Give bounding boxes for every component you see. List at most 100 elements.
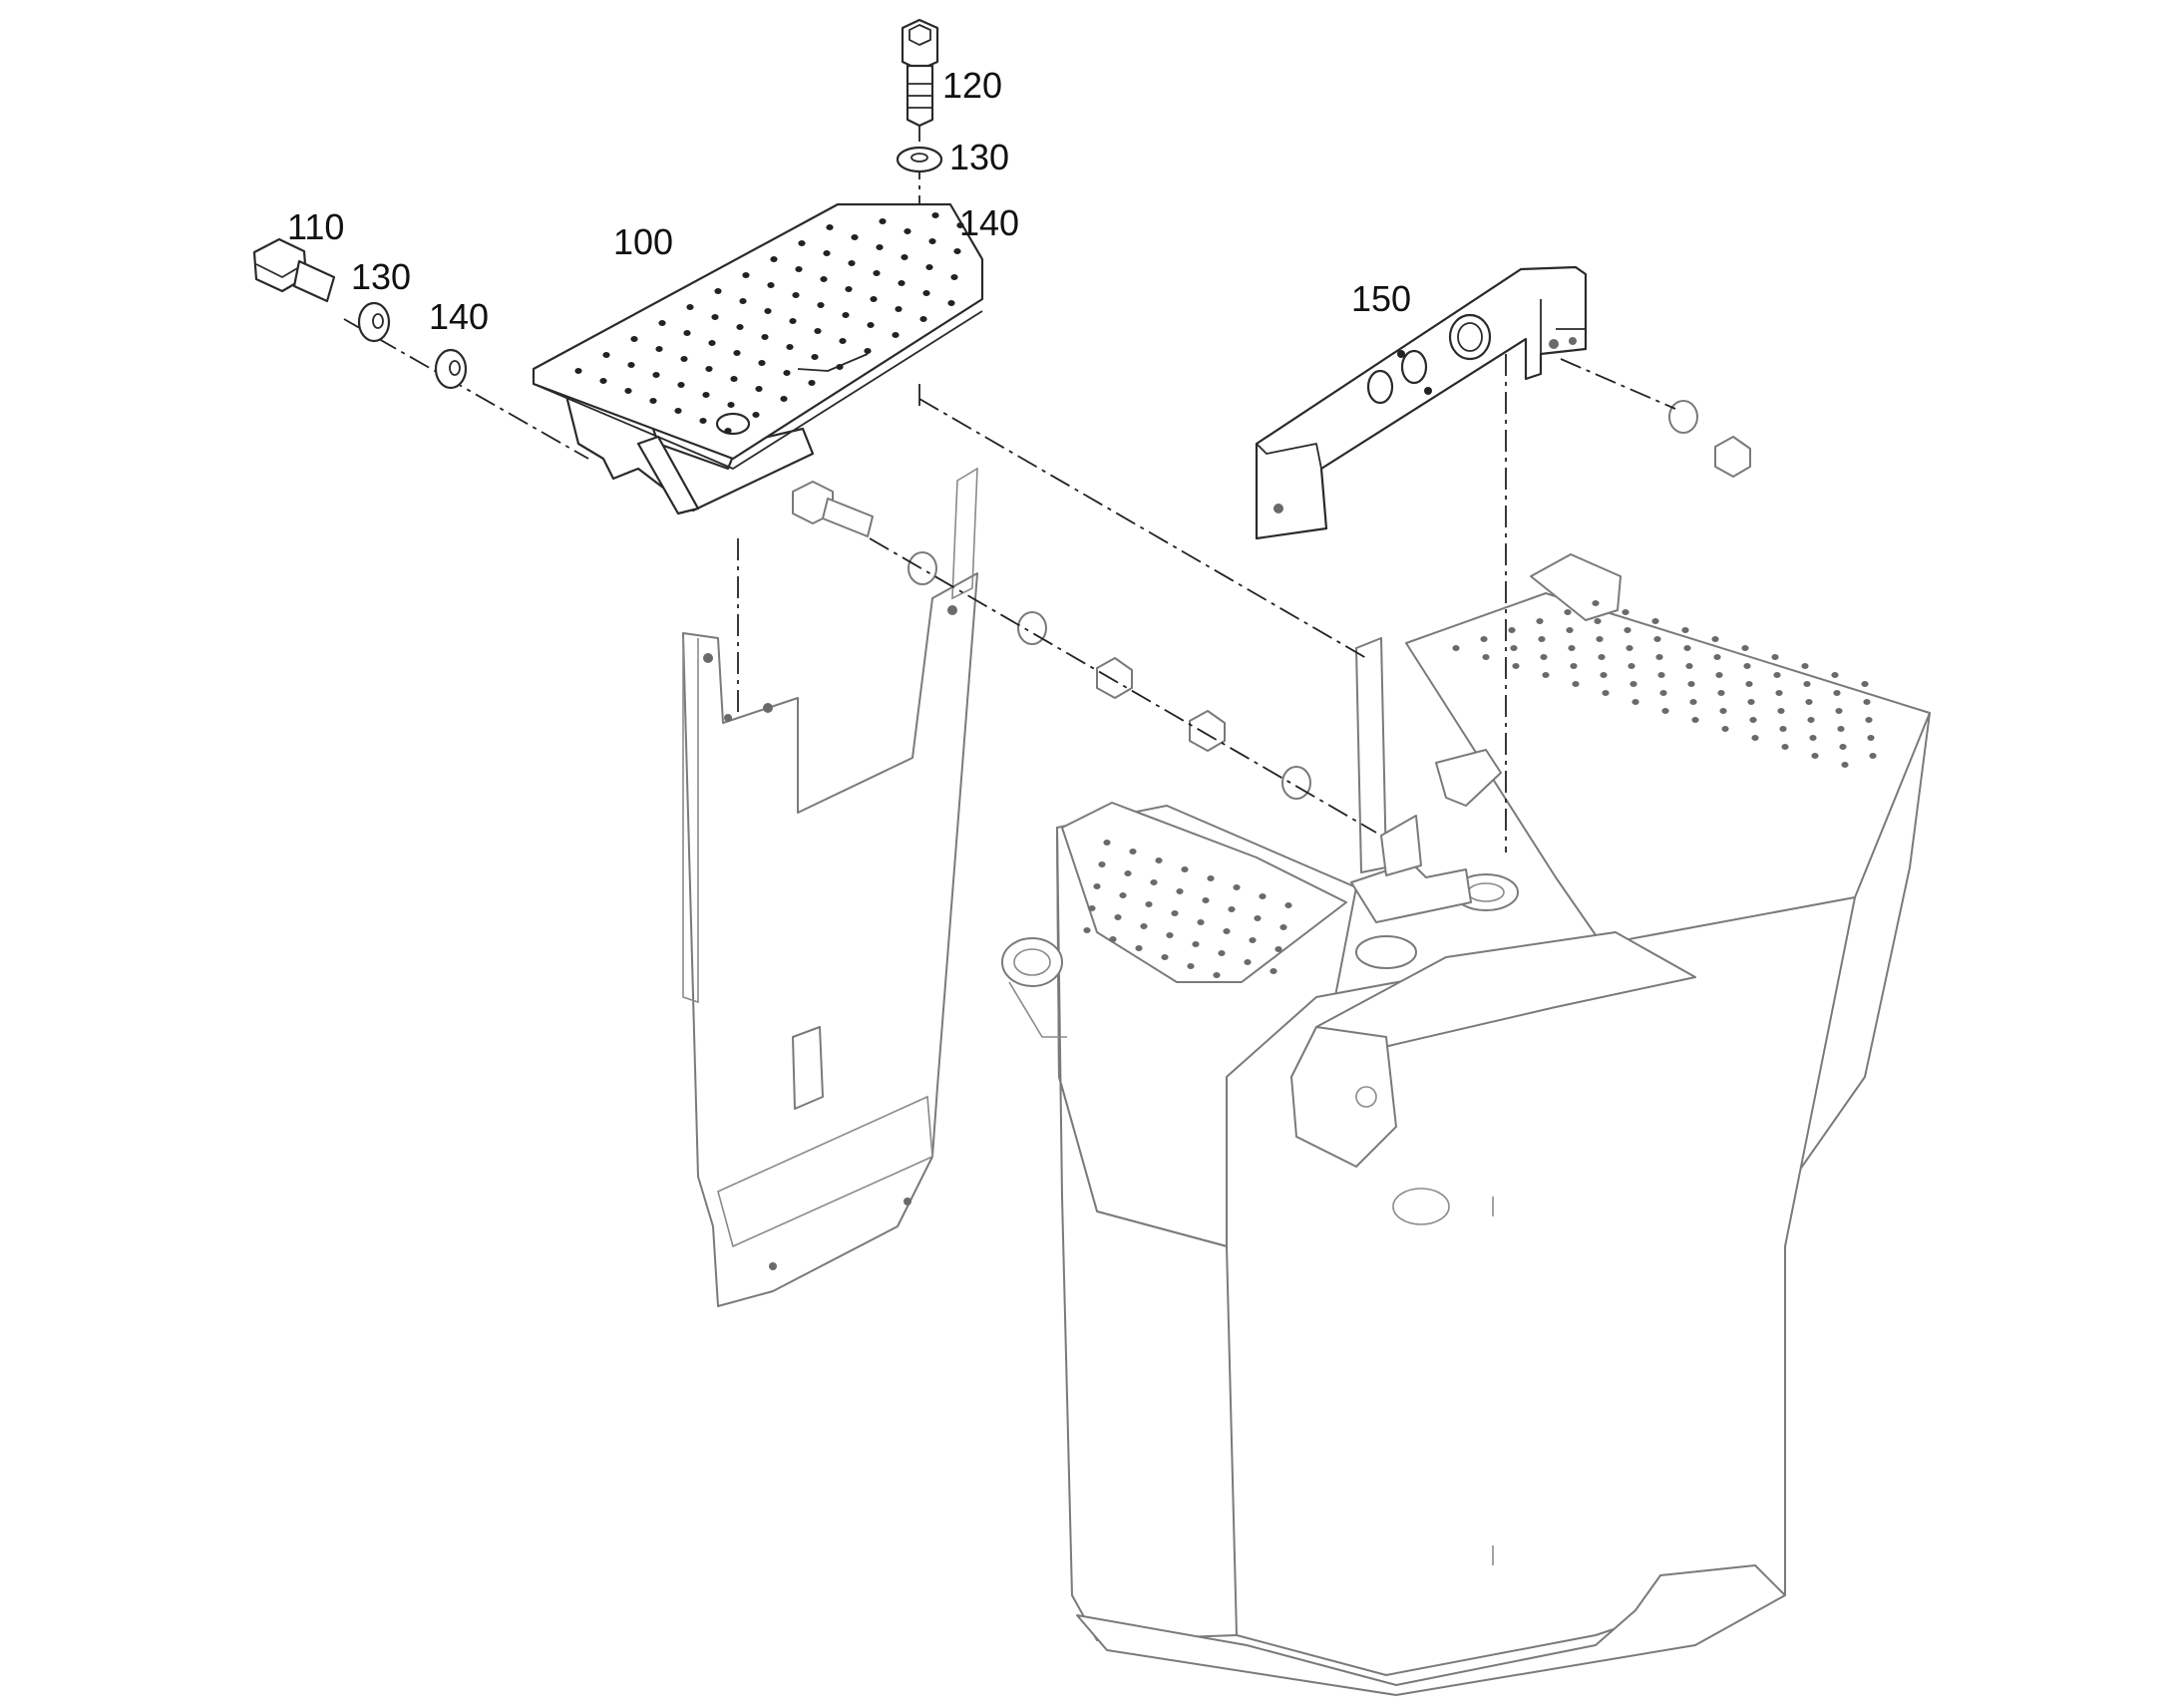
front-top-perf-hole	[1279, 924, 1287, 930]
platform-100-perf-hole	[786, 344, 794, 350]
platform-100-perf-hole	[867, 322, 875, 328]
filler-neck-ghost	[1008, 981, 1067, 1038]
platform-100-perf-hole	[730, 376, 738, 382]
rear-platform-perf-hole	[1683, 645, 1691, 651]
platform-100-perf-hole	[680, 356, 688, 362]
platform-100-perf-hole	[879, 218, 887, 224]
platform-100-perf-hole	[904, 228, 911, 234]
platform-100-perf-hole	[574, 368, 582, 374]
front-top-perf-hole	[1259, 893, 1267, 899]
washer-130-left-outer	[357, 301, 391, 343]
rear-platform-perf-hole	[1566, 627, 1574, 633]
bracket-150-hole-right	[1549, 339, 1559, 349]
platform-100-perf-hole	[705, 366, 713, 372]
front-top-perf-hole	[1176, 888, 1184, 894]
front-top-perforations	[1083, 840, 1292, 978]
platform-100-perf-hole	[699, 418, 707, 424]
part-130-washer-left	[357, 301, 391, 343]
platform-100-perf-hole	[767, 282, 775, 288]
rear-platform-perf-hole	[1841, 762, 1849, 768]
left-bracket-slot	[792, 1026, 824, 1110]
rear-platform-perf-hole	[1801, 663, 1809, 669]
rear-platform-perf-hole	[1689, 699, 1697, 705]
part-110-hex-bolt	[252, 237, 336, 303]
platform-100-perf-hole	[895, 306, 903, 312]
platform-100-perf-hole	[764, 308, 772, 314]
callout-120: 120	[942, 65, 1002, 106]
rear-platform-perf-hole	[1747, 699, 1755, 705]
rear-platform-perforations	[1452, 600, 1877, 768]
platform-100-perf-hole	[599, 378, 607, 384]
rear-platform-perf-hole	[1661, 708, 1669, 714]
platform-100-perf-hole	[733, 350, 741, 356]
platform-100-perf-hole	[901, 254, 908, 260]
rear-platform-perf-hole	[1651, 618, 1659, 624]
platform-100-perf-hole	[876, 244, 884, 250]
platform-100-perf-hole	[736, 324, 744, 330]
tank-front-ghost	[1226, 896, 1856, 1676]
bracket-150-plate	[1255, 265, 1588, 540]
callout-100: 100	[613, 221, 673, 262]
ghost-nut-2	[1189, 710, 1226, 752]
front-top-perf-hole	[1145, 901, 1153, 907]
rear-platform-perf-hole	[1773, 672, 1781, 678]
platform-100-perf-hole	[864, 348, 872, 354]
platform-100-perf-hole	[742, 272, 750, 278]
platform-100-perf-hole	[724, 428, 732, 434]
tank-assembly-ghost	[1001, 553, 1931, 1696]
platform-100-perf-hole	[652, 372, 660, 378]
platform-100-perf-hole	[823, 250, 831, 256]
front-top-perf-hole	[1233, 884, 1241, 890]
front-top-perf-hole	[1218, 950, 1226, 956]
front-top-perf-hole	[1207, 875, 1215, 881]
platform-100-perforations	[574, 212, 964, 434]
front-top-perf-hole	[1244, 959, 1252, 965]
front-top-perf-hole	[1155, 857, 1163, 863]
platform-100-perf-hole	[739, 298, 747, 304]
front-top-perf-hole	[1187, 963, 1195, 969]
left-bracket-flange	[682, 638, 699, 1004]
rear-platform-perf-hole	[1715, 672, 1723, 678]
callout-140-left: 140	[429, 296, 489, 337]
filler-cap-inner-ghost	[1013, 948, 1051, 976]
left-bracket-hole-2	[724, 714, 732, 722]
front-top-perf-hole	[1093, 883, 1101, 889]
platform-100-perf-hole	[842, 312, 850, 318]
rear-platform-perf-hole	[1713, 654, 1721, 660]
front-top-perf-hole	[1270, 968, 1277, 974]
washer-140-left-outer	[434, 348, 468, 390]
rear-platform-perf-hole	[1687, 681, 1695, 687]
rear-platform-perf-hole	[1867, 735, 1875, 741]
callout-130-left: 130	[351, 256, 411, 297]
front-top-perf-hole	[1098, 861, 1106, 867]
rear-platform-perf-hole	[1540, 654, 1548, 660]
rear-platform-perf-hole	[1811, 753, 1819, 759]
front-top-perf-hole	[1088, 905, 1096, 911]
rear-platform-perf-hole	[1570, 663, 1578, 669]
platform-100-gusset	[636, 435, 700, 515]
platform-100-perf-hole	[820, 276, 828, 282]
rear-platform-perf-hole	[1628, 663, 1635, 669]
filler-cap-ghost	[1001, 937, 1063, 987]
left-bracket-foot	[717, 1095, 933, 1248]
rear-platform-perf-hole	[1831, 672, 1839, 678]
rear-platform-perf-hole	[1741, 645, 1749, 651]
platform-100-perf-hole	[922, 290, 930, 296]
bracket-150-lip	[1256, 443, 1322, 470]
callout-130-top: 130	[949, 137, 1009, 177]
bolt-110-shank	[292, 259, 336, 303]
platform-100-fold-mark	[797, 353, 869, 372]
platform-100-perf-hole	[892, 332, 900, 338]
callout-150: 150	[1351, 278, 1411, 319]
platform-100-perf-hole	[792, 292, 800, 298]
centre-fitting-left-ghost	[1355, 935, 1417, 969]
platform-100-perf-hole	[702, 392, 710, 398]
rear-platform-perf-hole	[1632, 699, 1639, 705]
rear-platform-perf-hole	[1655, 654, 1663, 660]
rear-platform-perf-hole	[1751, 735, 1759, 741]
rear-platform-perf-hole	[1568, 645, 1576, 651]
platform-100-mount-hole	[715, 412, 751, 436]
axis-left-bolt	[343, 318, 589, 460]
rear-platform-perf-hole	[1781, 744, 1789, 750]
